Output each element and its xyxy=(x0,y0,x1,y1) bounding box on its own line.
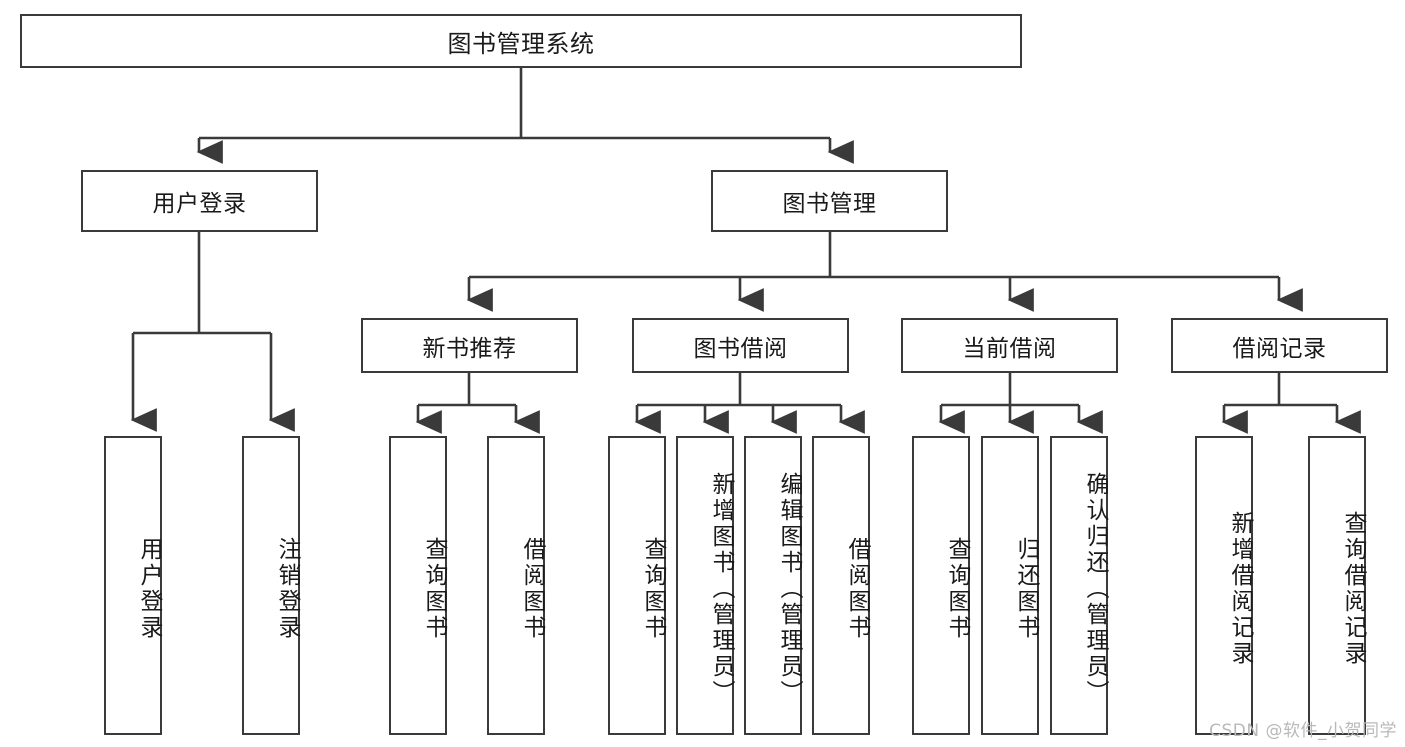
node-label: 用户登录 xyxy=(152,191,247,217)
node-label: 查询借阅记录 xyxy=(1340,510,1366,667)
node-new-book-recommend[interactable]: 新书推荐 xyxy=(361,318,578,373)
node-leaf-edit-book[interactable]: 编辑图书（管理员） xyxy=(744,436,802,735)
node-leaf-add-book[interactable]: 新增图书（管理员） xyxy=(676,436,734,735)
node-root-book-management-system[interactable]: 图书管理系统 xyxy=(20,14,1022,68)
node-leaf-confirm-return[interactable]: 确认归还（管理员） xyxy=(1050,436,1108,735)
node-label: 编辑图书（管理员） xyxy=(776,471,802,706)
node-borrow-record[interactable]: 借阅记录 xyxy=(1171,318,1388,373)
node-leaf-query-record[interactable]: 查询借阅记录 xyxy=(1308,436,1366,735)
node-label: 用户登录 xyxy=(136,536,162,641)
node-user-login[interactable]: 用户登录 xyxy=(81,170,318,232)
node-label: 图书管理系统 xyxy=(447,29,595,58)
node-label: 图书管理 xyxy=(782,191,877,217)
node-current-borrow[interactable]: 当前借阅 xyxy=(901,318,1118,373)
node-label: 查询图书 xyxy=(640,536,666,641)
node-label: 借阅图书 xyxy=(519,536,545,641)
node-label: 借阅记录 xyxy=(1232,335,1327,362)
node-label: 新增图书（管理员） xyxy=(708,471,734,706)
node-label: 新书推荐 xyxy=(422,335,517,362)
node-leaf-query-book-1[interactable]: 查询图书 xyxy=(389,436,447,735)
node-leaf-borrow-book-2[interactable]: 借阅图书 xyxy=(812,436,870,735)
node-leaf-add-record[interactable]: 新增借阅记录 xyxy=(1195,436,1253,735)
node-leaf-return-book[interactable]: 归还图书 xyxy=(981,436,1039,735)
node-label: 当前借阅 xyxy=(962,335,1057,362)
node-label: 确认归还（管理员） xyxy=(1082,471,1108,706)
node-leaf-borrow-book-1[interactable]: 借阅图书 xyxy=(487,436,545,735)
node-label: 查询图书 xyxy=(421,536,447,641)
node-leaf-query-book-2[interactable]: 查询图书 xyxy=(608,436,666,735)
node-label: 新增借阅记录 xyxy=(1227,510,1253,667)
node-label: 借阅图书 xyxy=(844,536,870,641)
node-label: 查询图书 xyxy=(944,536,970,641)
node-leaf-user-login[interactable]: 用户登录 xyxy=(104,436,162,735)
node-book-management[interactable]: 图书管理 xyxy=(711,170,948,232)
node-leaf-user-logout[interactable]: 注销登录 xyxy=(242,436,300,735)
node-label: 注销登录 xyxy=(274,536,300,641)
node-label: 图书借阅 xyxy=(693,335,788,362)
node-label: 归还图书 xyxy=(1013,536,1039,641)
node-leaf-query-book-3[interactable]: 查询图书 xyxy=(912,436,970,735)
node-book-borrow[interactable]: 图书借阅 xyxy=(632,318,849,373)
